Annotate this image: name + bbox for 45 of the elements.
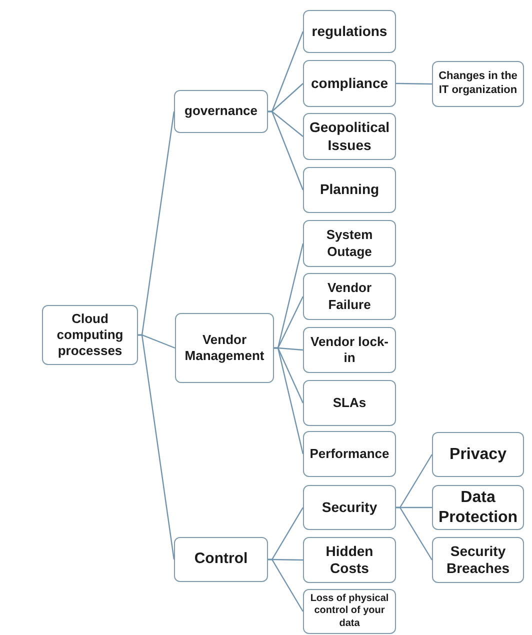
- topic-label: SLAs: [332, 394, 366, 412]
- topic-box: [303, 380, 396, 426]
- topic-box: [174, 90, 268, 133]
- topic-label: Security Breaches: [445, 542, 511, 578]
- topic-label: Privacy: [450, 444, 506, 464]
- topic-box: [303, 167, 396, 213]
- topic-box: [303, 431, 396, 477]
- topic-box: [174, 537, 268, 582]
- topic-box: [303, 60, 396, 107]
- topic-label: Changes in the IT organization: [438, 70, 518, 98]
- topic-label: Data Protection: [437, 488, 519, 528]
- topic-box: [432, 432, 524, 477]
- topic-label: Vendor Failure: [326, 280, 373, 313]
- topic-box: [432, 537, 524, 583]
- topic-label: compliance: [310, 74, 388, 92]
- topic-box: [432, 61, 524, 107]
- connector-line: [274, 347, 304, 454]
- topic-label: Hidden Costs: [324, 542, 374, 578]
- topic-box: [303, 327, 396, 373]
- topic-label: Performance: [310, 446, 390, 462]
- topic-box: [175, 313, 274, 383]
- topic-label: System Outage: [325, 227, 374, 260]
- topic-label: Vendor Management: [184, 332, 266, 364]
- topic-label: Vendor lock-in: [309, 334, 390, 366]
- topic-box: [303, 485, 396, 530]
- connector-line: [138, 334, 175, 560]
- topic-label: governance: [184, 103, 258, 120]
- connector-line: [268, 558, 304, 612]
- topic-box: [303, 10, 396, 53]
- topic-box: [42, 305, 138, 365]
- topic-label: Planning: [320, 181, 380, 199]
- topic-box: [303, 273, 396, 320]
- topic-box: [303, 220, 396, 267]
- topic-label: Loss of physical control of your data: [309, 592, 390, 630]
- topic-label: Geopolitical Issues: [308, 119, 391, 154]
- topic-label: Security: [322, 498, 378, 516]
- topic-box: [303, 113, 396, 160]
- connector-line: [268, 110, 304, 190]
- topic-box: [303, 537, 396, 583]
- topic-label: regulations: [312, 22, 388, 40]
- connector-line: [396, 82, 432, 85]
- topic-box: [303, 589, 396, 634]
- connector-line: [396, 506, 433, 560]
- topic-label: Cloud computing processes: [56, 310, 124, 360]
- topic-label: Control: [194, 550, 248, 569]
